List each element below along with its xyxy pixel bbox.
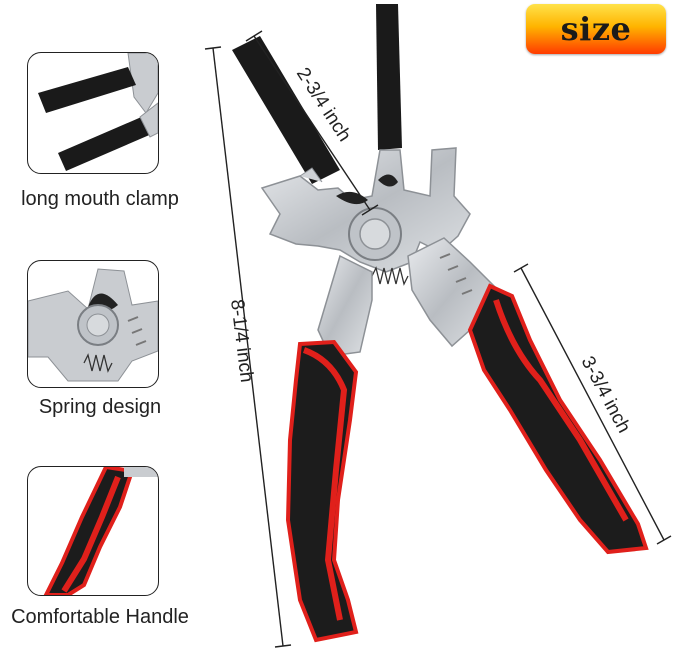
- thumbnail-spring-design: [27, 260, 159, 388]
- caption-comfortable-handle: Comfortable Handle: [11, 606, 189, 628]
- dimension-lines: [204, 30, 672, 648]
- thumbnail-long-mouth-clamp: [27, 52, 159, 174]
- right-handle: [467, 283, 649, 555]
- jaw-sleeves: [232, 4, 402, 184]
- left-handle: [285, 339, 359, 643]
- jaw-closeup-image: [38, 53, 158, 171]
- thumbnail-comfortable-handle: [27, 466, 159, 596]
- pliers-head: [260, 147, 471, 273]
- caption-long-mouth-clamp: long mouth clamp: [21, 188, 179, 210]
- spring-closeup-image: [28, 268, 158, 382]
- size-badge-label: size: [560, 10, 632, 48]
- caption-spring-design: Spring design: [38, 396, 162, 418]
- size-badge: size: [526, 4, 666, 54]
- spring: [371, 266, 409, 286]
- handle-closeup-image: [43, 467, 158, 595]
